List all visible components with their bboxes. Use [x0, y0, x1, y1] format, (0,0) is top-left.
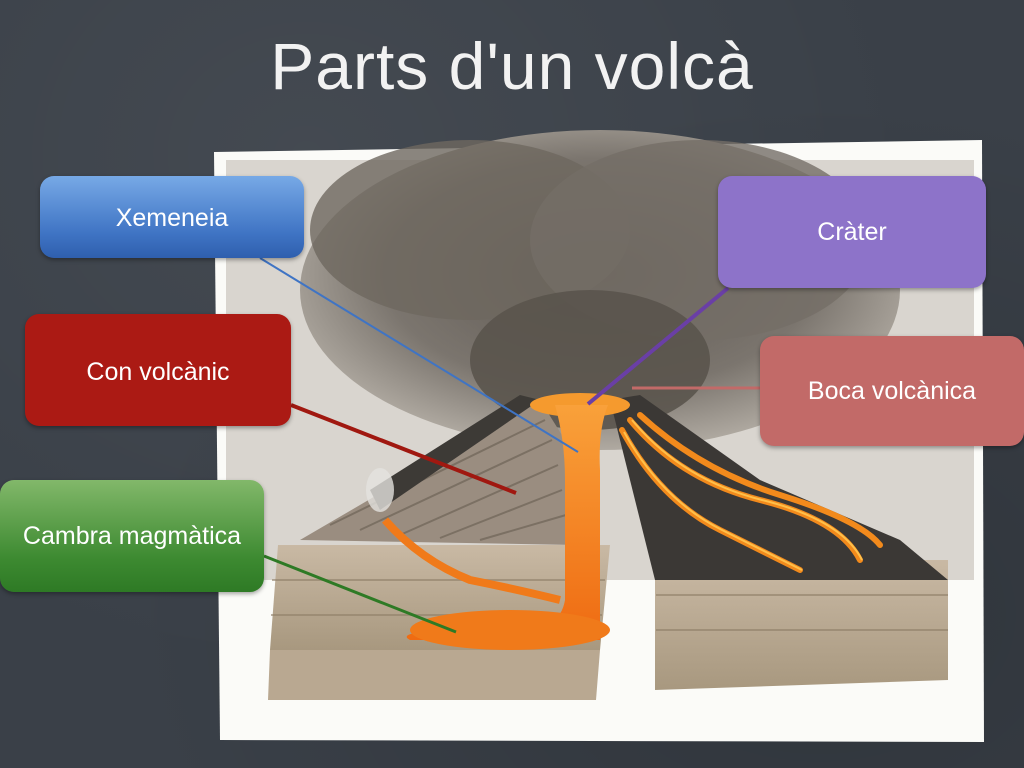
connector-con [291, 405, 516, 493]
label-crater: Cràter [718, 176, 986, 288]
connector-xemeneia [260, 258, 578, 452]
label-cambra-magmatica: Cambra magmàtica [0, 480, 264, 592]
label-boca-volcanica: Boca volcànica [760, 336, 1024, 446]
label-con-volcanic: Con volcànic [25, 314, 291, 426]
label-xemeneia: Xemeneia [40, 176, 304, 258]
connector-cambra [264, 556, 456, 632]
